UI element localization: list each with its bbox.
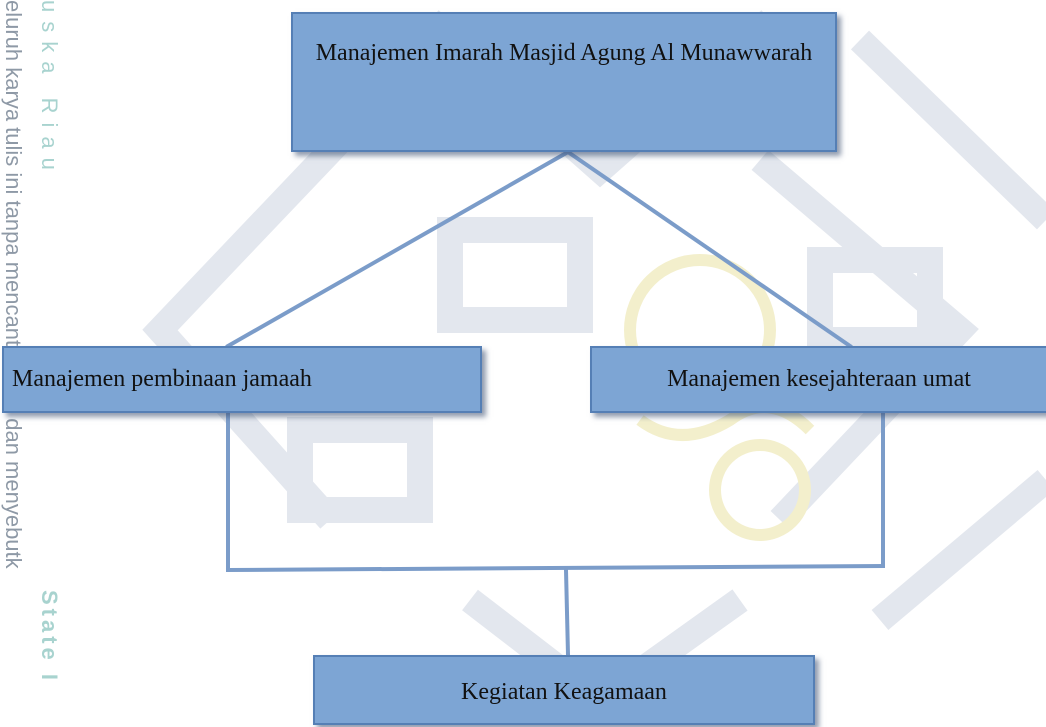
- node-left-branch: Manajemen pembinaan jamaah: [2, 346, 482, 413]
- watermark-side-text-repo: uska Riau: [37, 0, 62, 179]
- connector-horizontal: [225, 563, 886, 573]
- node-right-branch: Manajemen kesejahteraan umat: [590, 346, 1046, 413]
- watermark-side-text-state: State I: [37, 590, 62, 685]
- watermark-side-text-left: eluruh karya tulis ini tanpa mencantumka…: [1, 0, 26, 569]
- connector-to-result: [563, 567, 571, 658]
- connector-root-to-left: [225, 149, 571, 349]
- node-root: Manajemen Imarah Masjid Agung Al Munawwa…: [291, 12, 837, 152]
- connector-root-to-right: [565, 149, 853, 349]
- node-result: Kegiatan Keagamaan: [313, 655, 815, 725]
